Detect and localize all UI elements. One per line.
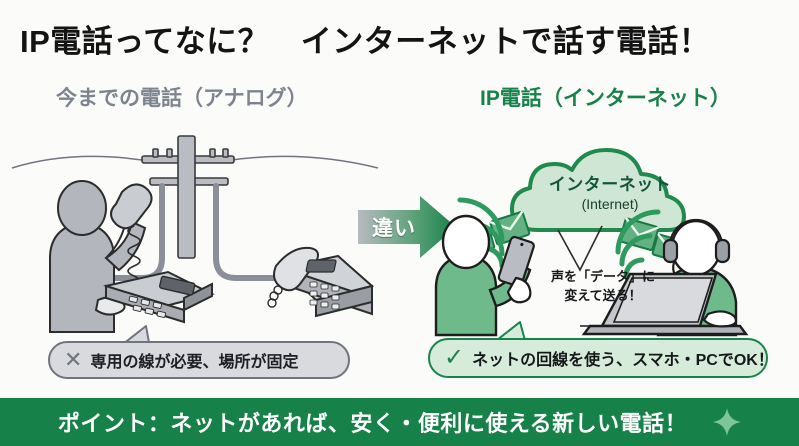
laptop-icon [581,272,749,336]
analog-callout: ✕ 専用の線が必要、場所が固定 [48,341,350,379]
check-icon: ✓ [444,344,465,371]
analog-callout-text: 専用の線が必要、場所が固定 [90,354,299,371]
ip-callout-text: ネットの回線を使う、スマホ・PCでOK！ [472,352,774,369]
point-banner-text: ポイント：ネットがあれば、安く・便利に使える新しい電話！ [57,411,688,436]
cross-icon: ✕ [64,347,83,372]
desk-phone-icon-left [103,270,215,324]
annotation-leader-line [557,225,603,272]
handset-icon [110,183,153,230]
sparkle-icon [713,408,742,436]
person-with-laptop-icon [580,218,749,337]
person-with-smartphone-icon [434,214,535,337]
smartphone-icon [497,235,535,288]
point-banner: ポイント：ネットがあれば、安く・便利に使える新しい電話！ [0,398,799,446]
internet-cloud-icon [510,148,686,232]
ip-illustration [430,130,795,337]
ip-callout: ✓ ネットの回線を使う、スマホ・PCでOK！ [428,338,774,378]
right-column-heading: IP電話（インターネット） [480,87,731,110]
desk-phone-icon-right [267,246,375,318]
wifi-wave-icon-right [615,209,661,279]
difference-arrow [358,196,456,258]
left-column-heading: 今までの電話（アナログ） [56,87,308,110]
utility-pole-icon [11,135,379,259]
analog-illustration [10,130,390,335]
page-title: IP電話ってなに？ インターネットで話す電話！ [20,24,711,59]
